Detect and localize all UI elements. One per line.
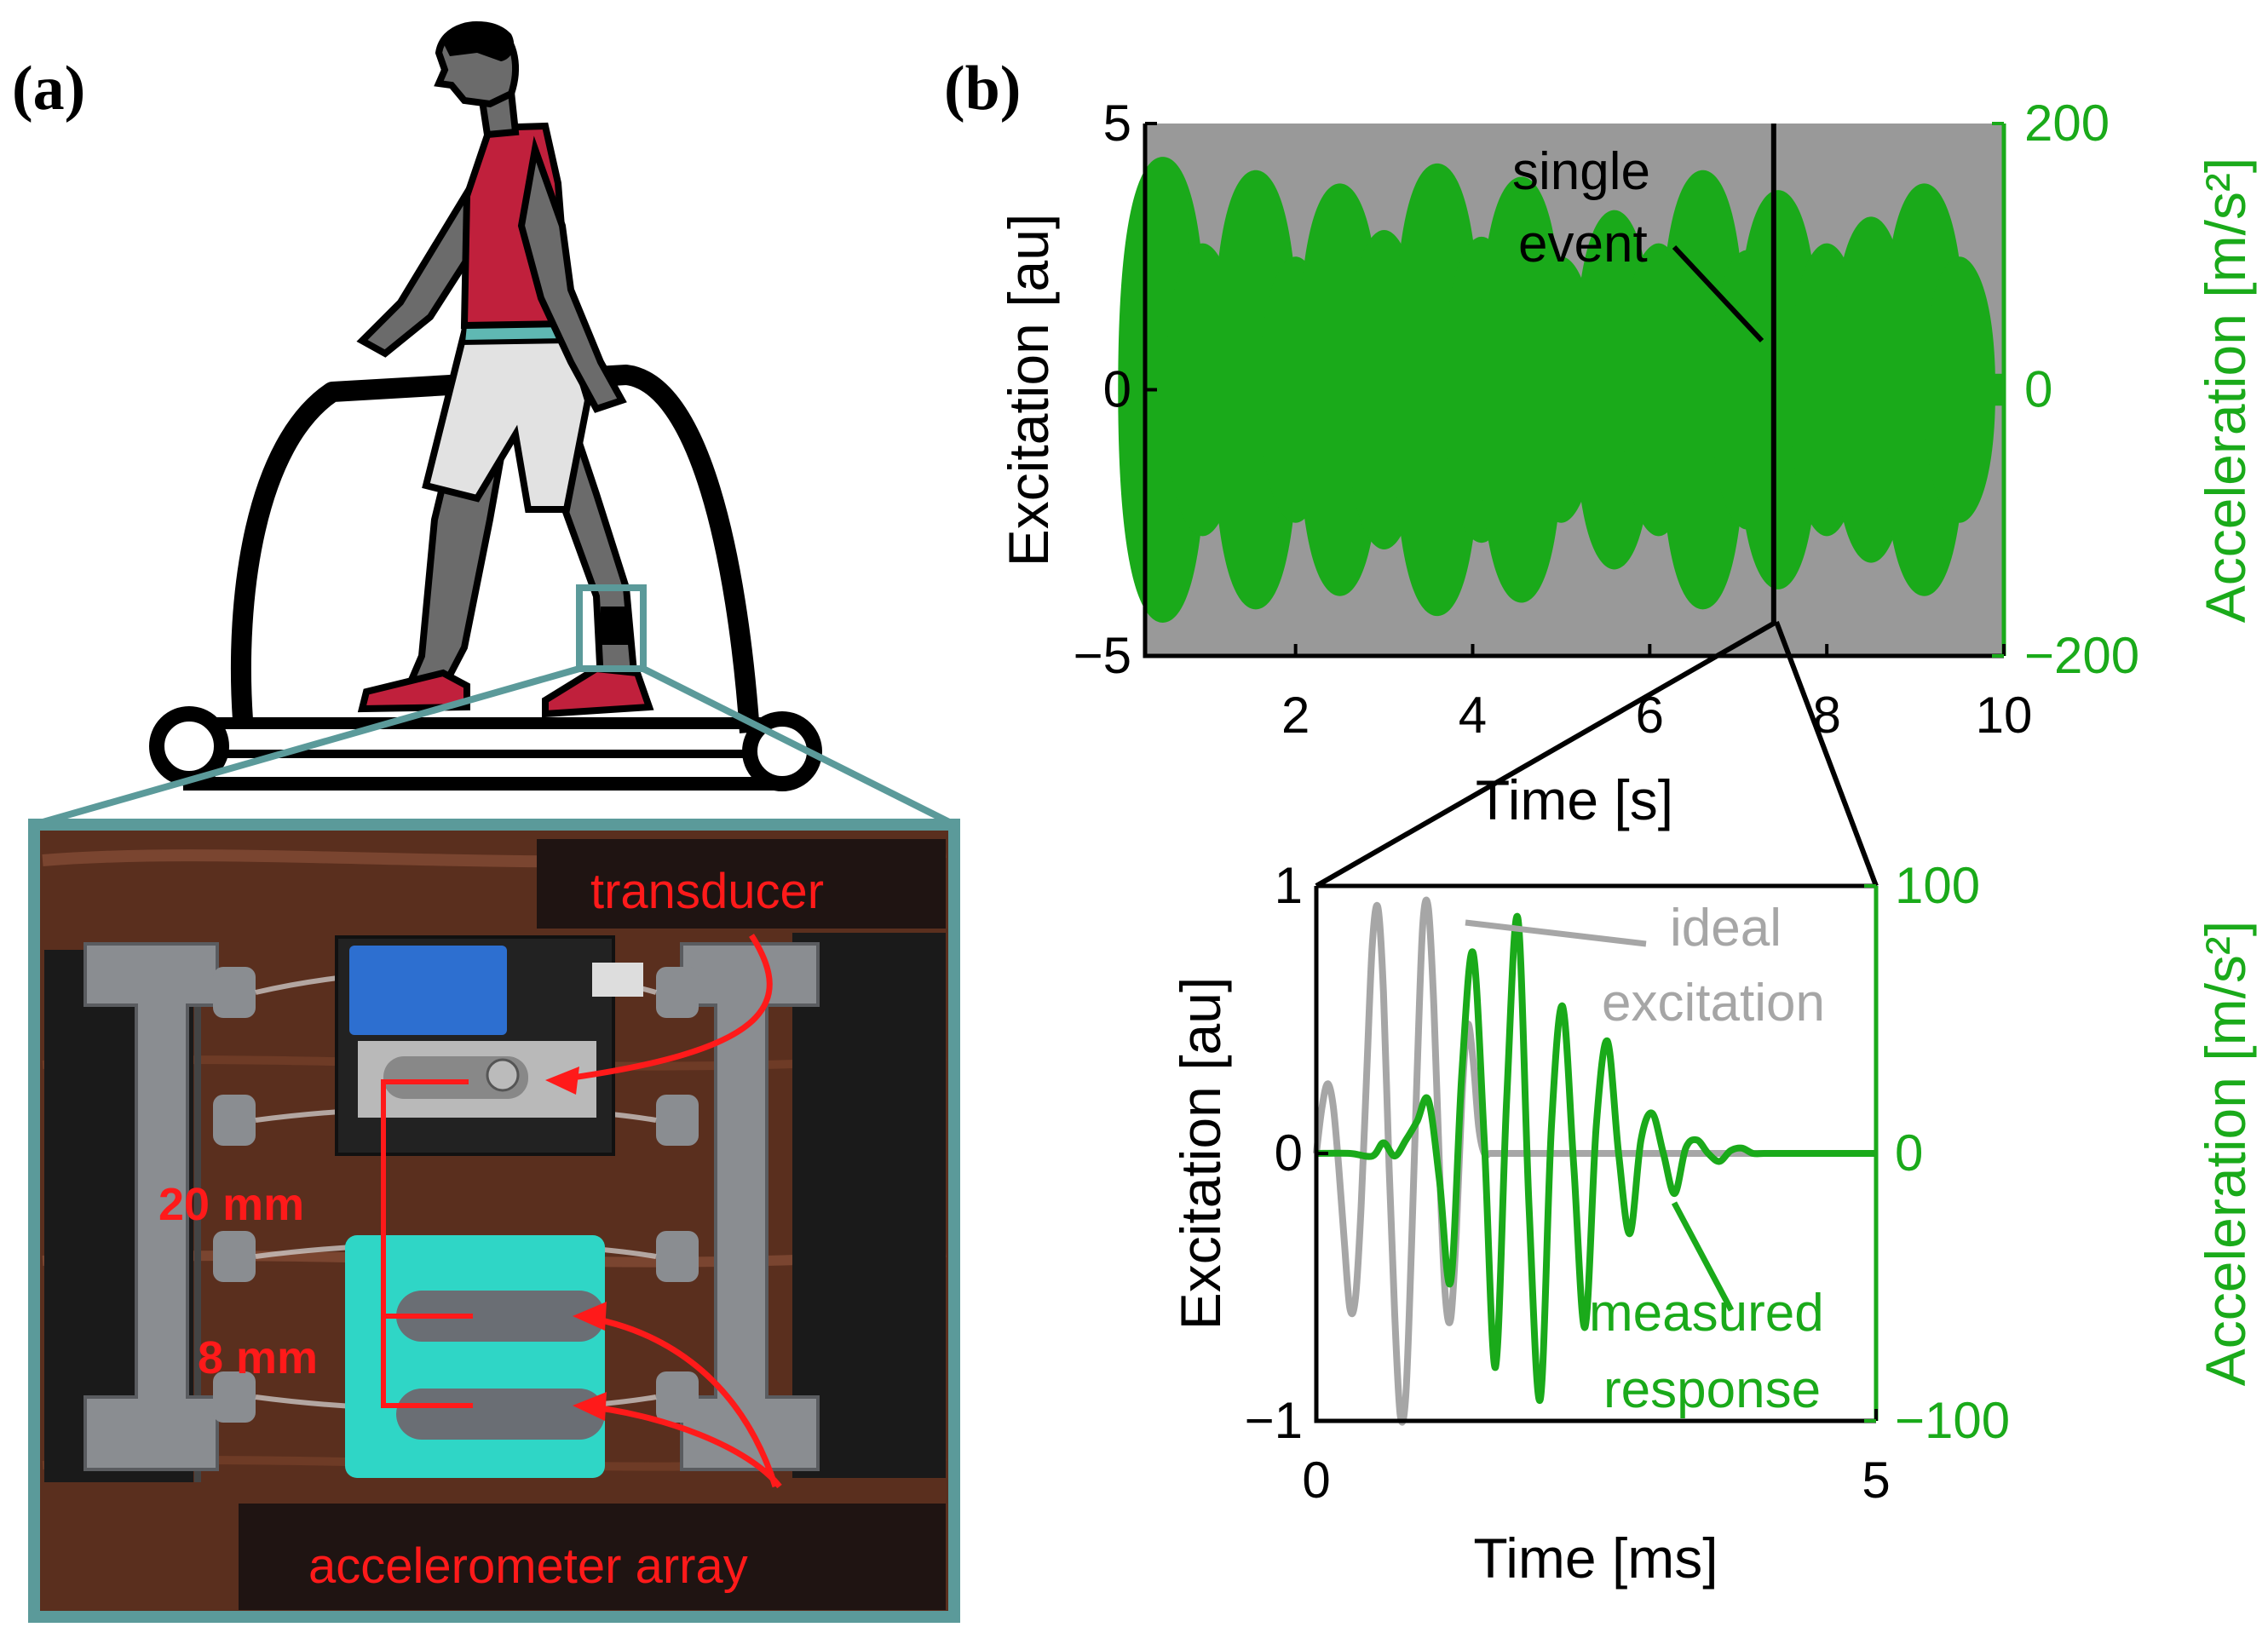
- walker-shorts: [422, 326, 592, 513]
- top-chart-acceleration-series: [1118, 157, 2004, 623]
- top-chart-ytick-label: 0: [1103, 361, 1131, 418]
- bottom-chart-y2tick-label: −100: [1895, 1392, 2010, 1449]
- ideal-label-line1: ideal: [1670, 899, 1782, 957]
- bottom-chart-series: [1313, 896, 1876, 1426]
- zoom-callout: [32, 584, 956, 828]
- bottom-chart-y2label-text: Acceleration [m/s²]: [2194, 921, 2257, 1387]
- top-chart-ytick-label: 5: [1103, 95, 1131, 152]
- ideal-label-line2: excitation: [1602, 974, 1825, 1032]
- ideal-excitation-line: [1313, 896, 1876, 1426]
- measured-pointer: [1671, 1201, 1735, 1312]
- top-chart-y2label-text: Acceleration [m/s²]: [2194, 158, 2257, 624]
- top-chart-y2tick-label: −200: [2024, 627, 2139, 684]
- bottom-chart-ytick-label: −1: [1245, 1392, 1303, 1449]
- treadmill-frame: [230, 365, 760, 733]
- device-photo: [28, 819, 960, 1623]
- walker-hair: [443, 21, 515, 62]
- walker-back-shoe: [357, 669, 470, 713]
- top-chart-y2tick-label: 200: [2024, 95, 2110, 152]
- bottom-chart-xtick-label: 5: [1862, 1452, 1890, 1509]
- top-chart-y2tick-label: 0: [2024, 361, 2052, 418]
- top-chart-xtick-label: 2: [1281, 687, 1310, 744]
- single-event-label-line2: event: [1518, 215, 1648, 273]
- measured-label-line2: response: [1603, 1360, 1821, 1419]
- transducer-label: transducer: [590, 864, 824, 919]
- measured-label-line1: measured: [1589, 1284, 1824, 1343]
- walker-front-arm: [517, 135, 627, 413]
- bottom-chart-ylabel: Excitation [au]: [1169, 977, 1232, 1331]
- bottom-chart-ytick-label: 1: [1275, 857, 1303, 914]
- bottom-chart-xlabel: Time [ms]: [1473, 1527, 1718, 1590]
- walker-illustration: [149, 21, 822, 791]
- top-chart-xtick-label: 4: [1459, 687, 1487, 744]
- panel-label-a: (a): [12, 54, 85, 124]
- zoom-lines: [1315, 619, 1879, 888]
- measured-response-line: [1315, 912, 1876, 1404]
- top-chart-ylabel: Excitation [au]: [997, 214, 1060, 567]
- top-chart-y2label: Acceleration [m/s²]: [2194, 158, 2257, 624]
- bottom-chart-y2label: Acceleration [m/s²]: [2194, 921, 2257, 1387]
- bottom-chart-y2tick-label: 0: [1895, 1124, 1923, 1182]
- top-chart-xtick-label: 10: [1976, 687, 2033, 744]
- ideal-pointer: [1465, 919, 1647, 947]
- dimension-8mm-label: 8 mm: [198, 1332, 318, 1383]
- bottom-chart-y2tick-label: 100: [1895, 857, 1980, 914]
- top-chart-ytick-label: −5: [1074, 627, 1131, 684]
- bottom-chart-xtick-label: 0: [1302, 1452, 1330, 1509]
- bottom-chart-ytick-label: 0: [1275, 1124, 1303, 1182]
- top-chart-burst: [1924, 256, 1996, 523]
- treadmill-belt: [149, 706, 822, 791]
- panel-label-b: (b): [944, 54, 1021, 124]
- accelerometer-array-label: accelerometer array: [308, 1538, 748, 1594]
- dimension-20mm-label: 20 mm: [158, 1179, 304, 1230]
- single-event-label-line1: single: [1512, 142, 1650, 201]
- single-event-pointer: [1672, 244, 1764, 343]
- walker-front-shoe: [542, 664, 654, 718]
- top-chart-xlabel: Time [s]: [1476, 768, 1673, 831]
